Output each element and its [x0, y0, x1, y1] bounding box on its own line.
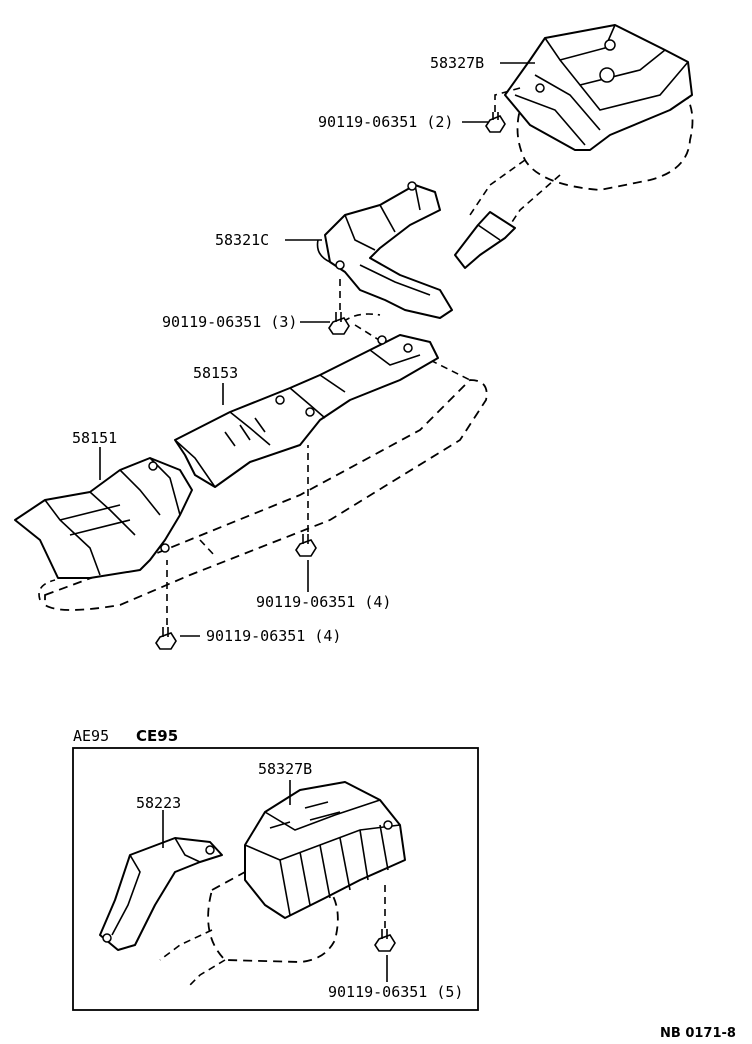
label-inset-58223: 58223 — [136, 794, 181, 812]
heat-insulator-rear-top — [504, 24, 693, 151]
bolt-center-icon — [328, 312, 350, 335]
label-bolt-front-upper: 90119-06351 (4) — [256, 593, 391, 611]
inset-heat-insulator-side — [99, 837, 223, 951]
label-bolt-rear-top: 90119-06351 (2) — [318, 113, 453, 131]
label-bolt-center: 90119-06351 (3) — [162, 313, 297, 331]
installation-lines — [166, 87, 521, 625]
label-model-ce95: CE95 — [136, 727, 178, 745]
inset-frame — [72, 747, 479, 1011]
label-inset-58327B: 58327B — [258, 760, 312, 778]
label-bolt-front-lower: 90119-06351 (4) — [206, 627, 341, 645]
heat-insulator-front-lower — [14, 457, 193, 579]
center-pipe-segment — [454, 211, 516, 269]
bolt-front-lower-icon — [155, 627, 177, 650]
bolt-rear-top-icon — [485, 112, 506, 133]
leader-lines — [99, 62, 535, 637]
heat-insulator-center — [316, 181, 453, 319]
label-58327B: 58327B — [430, 54, 484, 72]
label-58153: 58153 — [193, 364, 238, 382]
label-inset-bolt: 90119-06351 (5) — [328, 983, 463, 1001]
footer-code: NB 0171-8 — [660, 1026, 736, 1041]
label-58321C: 58321C — [215, 231, 269, 249]
bolt-front-upper-icon — [295, 534, 317, 557]
inset-bolt-icon — [374, 929, 396, 952]
label-58151: 58151 — [72, 429, 117, 447]
inset-heat-insulator-rear — [244, 781, 406, 919]
label-model-ae95: AE95 — [73, 727, 109, 745]
heat-insulator-front-upper — [174, 334, 439, 488]
